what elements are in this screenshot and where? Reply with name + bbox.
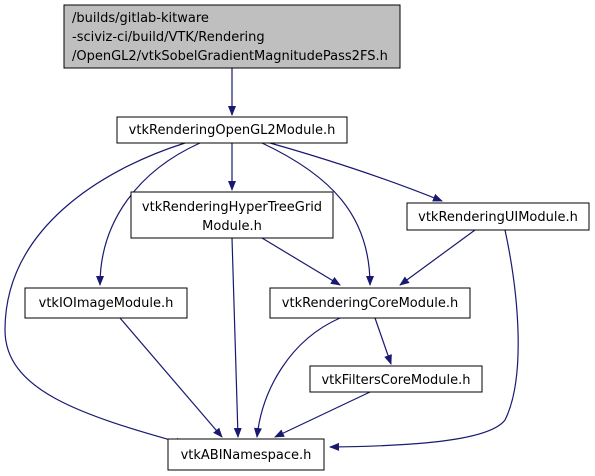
- node-rendering-hypertreegrid-module[interactable]: vtkRenderingHyperTreeGrid Module.h: [130, 191, 334, 239]
- edge-opengl2-to-core: [261, 142, 374, 286]
- edge-core-to-filters: [374, 317, 392, 365]
- edge-opengl2-to-ui: [269, 142, 443, 202]
- node-core-label: vtkRenderingCoreModule.h: [282, 296, 458, 311]
- node-rendering-core-module[interactable]: vtkRenderingCoreModule.h: [269, 287, 471, 319]
- node-filters-core-module[interactable]: vtkFiltersCoreModule.h: [309, 365, 483, 393]
- node-root-line-2: -sciviz-ci/build/VTK/Rendering: [72, 30, 265, 45]
- node-root-line-3: /OpenGL2/vtkSobelGradientMagnitudePass2F…: [72, 49, 388, 64]
- node-root-line-1: /builds/gitlab-kitware: [72, 11, 209, 26]
- node-rendering-ui-module[interactable]: vtkRenderingUIModule.h: [406, 202, 590, 231]
- node-rendering-opengl2-module[interactable]: vtkRenderingOpenGL2Module.h: [116, 116, 348, 144]
- node-abi-namespace[interactable]: vtkABINamespace.h: [167, 438, 325, 471]
- edge-opengl2-to-ioimage: [96, 142, 201, 286]
- node-filters-label: vtkFiltersCoreModule.h: [321, 373, 470, 388]
- edge-filters-to-abi: [274, 391, 371, 438]
- edge-ui-to-abi: [329, 229, 519, 451]
- node-opengl2-label: vtkRenderingOpenGL2Module.h: [129, 123, 336, 138]
- edge-hypertree-to-core: [261, 237, 341, 286]
- node-ioimage-label: vtkIOImageModule.h: [39, 296, 174, 311]
- edge-ioimage-to-abi: [119, 317, 223, 438]
- node-root-file[interactable]: /builds/gitlab-kitware -sciviz-ci/build/…: [63, 4, 401, 69]
- edge-hypertree-to-abi: [231, 237, 242, 438]
- node-hypertree-line-1: vtkRenderingHyperTreeGrid: [142, 200, 322, 215]
- node-hypertree-line-2: Module.h: [202, 219, 262, 234]
- edge-core-to-abi: [253, 317, 341, 438]
- node-ui-label: vtkRenderingUIModule.h: [418, 210, 578, 225]
- node-io-image-module[interactable]: vtkIOImageModule.h: [24, 287, 188, 319]
- edge-opengl2-to-abi: [4, 142, 186, 446]
- edge-ui-to-core: [399, 229, 476, 286]
- node-abi-label: vtkABINamespace.h: [181, 448, 312, 463]
